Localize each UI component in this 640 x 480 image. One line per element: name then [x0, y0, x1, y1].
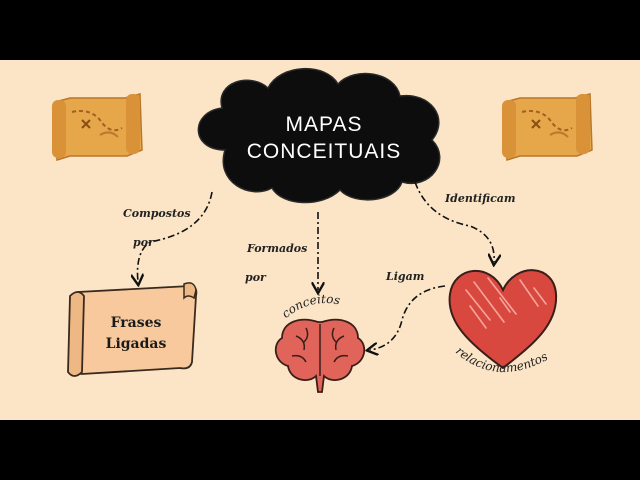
treasure-map-icon: [52, 93, 143, 162]
edge-label-ligam: Ligam: [385, 270, 424, 283]
edge-label-identificam: Identificam: [444, 192, 516, 205]
edge-label-formados: Formados: [246, 242, 307, 255]
top-letterbox: [0, 0, 640, 60]
scroll-text-line-1: Frases: [111, 315, 162, 331]
scroll-text-line-2: Ligadas: [106, 336, 167, 352]
edge-label-compostos-por: por: [133, 236, 155, 249]
bottom-letterbox: [0, 420, 640, 480]
brain-icon: [274, 318, 366, 393]
title-line-2: CONCEITUAIS: [247, 140, 402, 163]
cloud-shape: [197, 68, 441, 204]
title-line-1: MAPAS: [286, 113, 363, 136]
edge-label-formados-por: por: [245, 271, 267, 284]
edge-label-compostos: Compostos: [123, 207, 191, 220]
edge-identificam-arrow: [414, 181, 494, 262]
edge-compostos-arrow: [138, 191, 213, 282]
treasure-map-icon: [502, 93, 593, 162]
edge-ligam-arrow: [370, 285, 446, 350]
scroll-icon: [67, 282, 198, 377]
heart-icon: [448, 269, 558, 370]
